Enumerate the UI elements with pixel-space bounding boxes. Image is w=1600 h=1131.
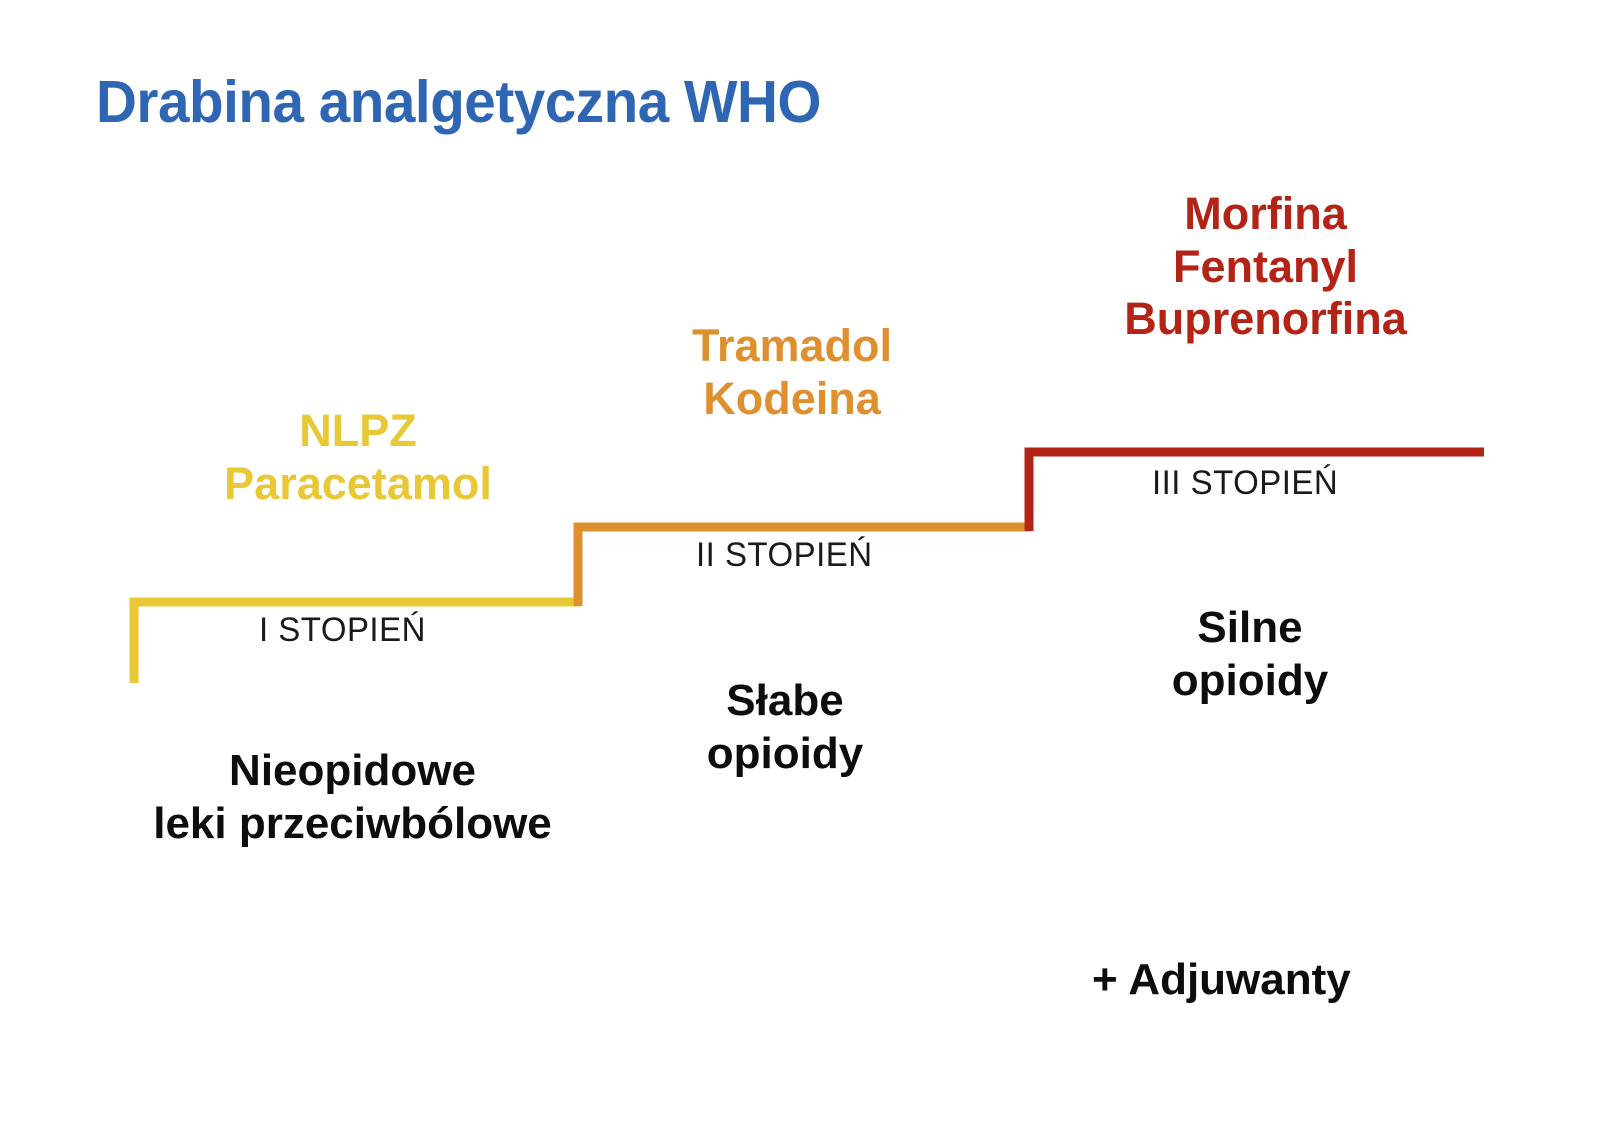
step-3-drug-1: Morfina (1184, 188, 1347, 239)
adjuvants-note: + Adjuwanty (1092, 955, 1351, 1004)
step-1-category-line-1: Nieopidowe (229, 746, 476, 795)
step-1-tier-label: I STOPIEŃ (259, 611, 426, 649)
step-3-category-line-1: Silne (1197, 603, 1303, 652)
step-2-drug-2: Kodeina (703, 372, 881, 424)
step-3-drug-3: Buprenorfina (1124, 293, 1407, 345)
step-1-drug-1: NLPZ (299, 405, 417, 456)
step-3-category-label: Silne opioidy (1155, 602, 1345, 708)
step-1-category-label: Nieopidowe leki przeciwbólowe (110, 745, 595, 851)
step-1-drug-2: Paracetamol (224, 457, 492, 509)
step-2-drug-1: Tramadol (691, 320, 893, 371)
step-3-drug-2: Fentanyl (1172, 240, 1359, 292)
step-3-tier-label: III STOPIEŃ (1152, 464, 1339, 502)
step-2-drug-names: Tramadol Kodeina (637, 320, 947, 425)
step-2-tier-label: II STOPIEŃ (696, 536, 873, 574)
step-2-category-line-1: Słabe (726, 676, 844, 725)
step-1-drug-names: NLPZ Paracetamol (198, 405, 518, 510)
step-2-category-label: Słabe opioidy (690, 675, 880, 781)
step-2-category-line-2: opioidy (706, 728, 864, 778)
step-3-category-line-2: opioidy (1171, 655, 1329, 705)
step-1-category-line-2: leki przeciwbólowe (153, 798, 552, 848)
page-title: Drabina analgetyczna WHO (96, 69, 821, 135)
step-3-drug-names: Morfina Fentanyl Buprenorfina (1068, 188, 1463, 346)
